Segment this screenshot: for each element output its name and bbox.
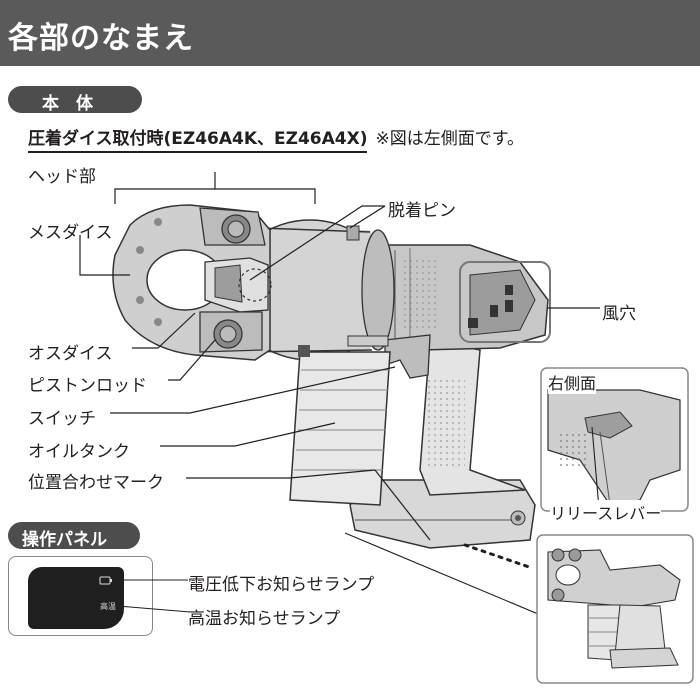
label-low-voltage-lamp: 電圧低下お知らせランプ [188,575,375,595]
label-vent: 風穴 [602,304,636,324]
section-label-panel: 操作パネル [8,522,140,550]
label-male-die: オスダイス [28,344,113,364]
label-release-lever: リリースレバー [550,500,662,524]
label-high-temp-lamp: 高温お知らせランプ [188,609,341,629]
subtitle-note: ※図は左側面です。 [375,129,525,149]
label-switch: スイッチ [28,409,96,429]
label-head: ヘッド部 [28,167,96,187]
subtitle: 圧着ダイス取付時(EZ46A4K、EZ46A4X) ※図は左側面です。 [28,124,525,153]
label-oil-tank: オイルタンク [28,442,130,462]
section-label-body: 本 体 [8,86,142,114]
page-header: 各部のなまえ [0,0,700,66]
inset-title-right-side: 右側面 [548,370,597,394]
subtitle-main: 圧着ダイス取付時(EZ46A4K、EZ46A4X) [28,129,368,153]
high-temp-icon-text: 高温 [100,602,116,611]
label-release-pin: 脱着ピン [388,201,456,221]
page-title: 各部のなまえ [8,21,194,56]
section-label-panel-text: 操作パネル [22,530,107,550]
section-label-body-text: 本 体 [42,94,93,114]
label-alignment-mark: 位置合わせマーク [28,473,164,493]
operation-panel [28,567,124,629]
label-piston-rod: ピストンロッド [28,376,147,396]
label-female-die: メスダイス [28,223,113,243]
